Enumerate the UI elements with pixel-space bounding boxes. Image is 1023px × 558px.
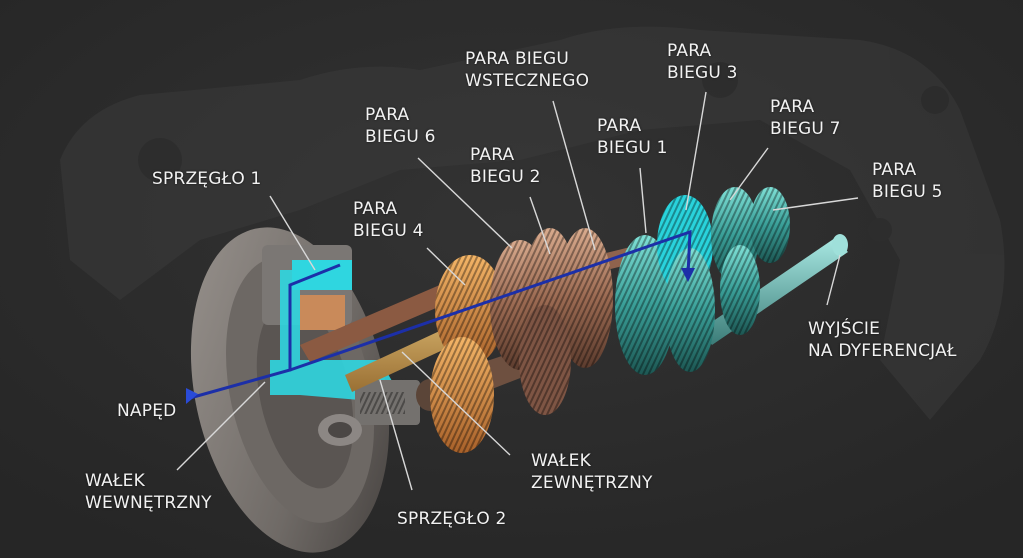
housing-ghost — [60, 26, 1005, 421]
leader-para2 — [529, 196, 551, 255]
leader-para1 — [639, 167, 647, 234]
leader-lines — [176, 91, 859, 491]
label-para-biegu-7: PARA BIEGU 7 — [770, 96, 841, 140]
leader-sprzeglo2 — [379, 379, 413, 491]
label-naped: NAPĘD — [117, 400, 176, 422]
label-line: PARA — [365, 105, 410, 125]
label-line: WEWNĘTRZNY — [85, 493, 212, 513]
label-line: PARA — [667, 41, 712, 61]
label-line: WYJŚCIE — [808, 319, 881, 339]
label-wyjscie-na-dyferencjal: WYJŚCIE NA DYFERENCJAŁ — [808, 318, 957, 362]
leader-para5 — [772, 197, 859, 211]
label-para-biegu-6: PARA BIEGU 6 — [365, 104, 436, 148]
leader-para7 — [729, 147, 769, 201]
odd-gears — [615, 187, 790, 375]
label-line: PARA BIEGU — [465, 49, 569, 69]
label-line: ZEWNĘTRZNY — [531, 473, 653, 493]
label-line: BIEGU 3 — [667, 63, 738, 83]
label-para-biegu-1: PARA BIEGU 1 — [597, 115, 668, 159]
label-line: BIEGU 1 — [597, 138, 668, 158]
leader-para4 — [426, 247, 466, 286]
label-line: SPRZĘGŁO 2 — [397, 509, 507, 529]
label-line: PARA — [470, 145, 515, 165]
power-flow-arrow — [186, 229, 695, 404]
even-gears — [490, 228, 613, 415]
label-sprzeglo-2: SPRZĘGŁO 2 — [397, 508, 507, 530]
label-para-biegu-wstecznego: PARA BIEGU WSTECZNEGO — [465, 48, 589, 92]
label-line: BIEGU 5 — [872, 182, 943, 202]
label-walek-zewnetrzny: WAŁEK ZEWNĘTRZNY — [531, 450, 653, 494]
label-para-biegu-4: PARA BIEGU 4 — [353, 198, 424, 242]
label-line: PARA — [872, 160, 917, 180]
leader-para6 — [417, 157, 513, 249]
label-para-biegu-3: PARA BIEGU 3 — [667, 40, 738, 84]
label-line: WSTECZNEGO — [465, 71, 590, 91]
leader-para3 — [685, 91, 707, 211]
label-line: BIEGU 2 — [470, 167, 541, 187]
label-line: WAŁEK — [85, 471, 145, 491]
label-para-biegu-5: PARA BIEGU 5 — [872, 159, 943, 203]
label-line: PARA — [353, 199, 398, 219]
flywheel — [190, 227, 420, 553]
leader-walek-zewn — [401, 351, 511, 456]
label-line: WAŁEK — [531, 451, 591, 471]
label-line: NAPĘD — [117, 401, 177, 421]
label-line: BIEGU 4 — [353, 221, 424, 241]
leader-sprzeglo1 — [269, 195, 316, 271]
label-line: BIEGU 6 — [365, 127, 436, 147]
label-sprzeglo-1: SPRZĘGŁO 1 — [152, 168, 262, 190]
label-para-biegu-2: PARA BIEGU 2 — [470, 144, 541, 188]
label-line: BIEGU 7 — [770, 119, 841, 139]
leader-walek-wewn — [176, 381, 266, 471]
label-line: NA DYFERENCJAŁ — [808, 341, 957, 361]
leader-wsteczny — [552, 100, 596, 251]
label-line: PARA — [597, 116, 642, 136]
label-line: PARA — [770, 97, 815, 117]
leader-wyjscie — [826, 254, 841, 306]
label-line: SPRZĘGŁO 1 — [152, 169, 262, 189]
label-walek-wewnetrzny: WAŁEK WEWNĘTRZNY — [85, 470, 212, 514]
